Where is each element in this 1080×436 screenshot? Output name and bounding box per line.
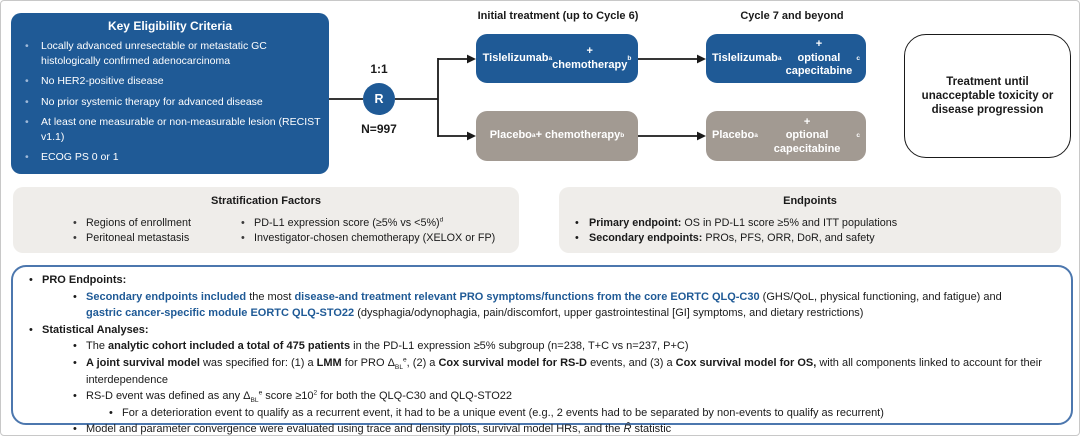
stratification-item-text: Investigator-chosen chemotherapy (XELOX …: [254, 232, 496, 244]
eligibility-item: Locally advanced unresectable or metasta…: [25, 39, 321, 68]
notes-line: Model and parameter convergence were eva…: [73, 421, 1063, 436]
stratification-item: PD-L1 expression score (≥5% vs <5%)d: [241, 216, 495, 231]
bullet-icon: [73, 355, 86, 388]
stratification-title: Stratification Factors: [210, 195, 322, 207]
randomization-icon: R: [363, 83, 395, 115]
eligibility-item-text: At least one measurable or non-measurabl…: [41, 116, 321, 143]
notes-line-text: For a deterioration event to qualify as …: [122, 406, 884, 419]
notes-line-text: RS-D event was defined as any ΔBLe score…: [86, 389, 513, 405]
notes-line: For a deterioration event to qualify as …: [109, 405, 1063, 422]
stratification-item-text: Regions of enrollment: [86, 217, 192, 229]
eligibility-item: At least one measurable or non-measurabl…: [25, 115, 321, 144]
eligibility-panel: Key Eligibility Criteria Locally advance…: [11, 13, 329, 174]
bullet-icon: [25, 115, 41, 144]
bullet-icon: [73, 231, 86, 246]
arrowhead-icons: [467, 54, 706, 141]
notes-line-text: Secondary endpoints included the most di…: [86, 290, 1002, 320]
treatment-continuation-box: Treatment until unacceptable toxicity or…: [904, 34, 1071, 158]
stratification-panel: Stratification Factors Regions of enroll…: [13, 187, 519, 253]
eligibility-item-text: Locally advanced unresectable or metasta…: [41, 40, 267, 67]
treatment-continuation-text: Treatment until unacceptable toxicity or…: [921, 76, 1054, 116]
eligibility-item-text: No prior systemic therapy for advanced d…: [41, 95, 263, 108]
bullet-icon: [241, 216, 254, 231]
bullet-icon: [73, 216, 86, 231]
stratification-item-text: PD-L1 expression score (≥5% vs <5%)d: [254, 216, 444, 229]
endpoints-item: Primary endpoint: OS in PD-L1 score ≥5% …: [575, 216, 1053, 231]
notes-line: Statistical Analyses:: [29, 322, 1063, 339]
bullet-icon: [29, 322, 42, 339]
endpoints-item-text: Secondary endpoints: PROs, PFS, ORR, DoR…: [589, 232, 875, 244]
eligibility-title: Key Eligibility Criteria: [107, 19, 233, 33]
notes-line: The analytic cohort included a total of …: [73, 338, 1063, 355]
bullet-icon: [241, 231, 254, 246]
bullet-icon: [25, 95, 41, 110]
eligibility-item: ECOG PS 0 or 1: [25, 150, 321, 165]
connector-lines: [329, 58, 698, 137]
notes-line-text: Statistical Analyses:: [42, 323, 149, 336]
eligibility-item: No HER2-positive disease: [25, 74, 321, 89]
randomization-ratio-label: 1:1: [370, 62, 388, 76]
bullet-icon: [29, 272, 42, 289]
endpoints-item-text: Primary endpoint: OS in PD-L1 score ≥5% …: [589, 217, 898, 229]
notes-line: RS-D event was defined as any ΔBLe score…: [73, 388, 1063, 405]
bullet-icon: [25, 150, 41, 165]
notes-panel: PRO Endpoints: Secondary endpoints inclu…: [11, 265, 1073, 435]
bullet-icon: [575, 231, 589, 246]
notes-line: Secondary endpoints included the most di…: [73, 289, 1063, 322]
bullet-icon: [73, 289, 86, 322]
stratification-item: Peritoneal metastasis: [73, 231, 191, 246]
stratification-column-2: PD-L1 expression score (≥5% vs <5%)d Inv…: [241, 216, 495, 246]
notes-line: A joint survival model was specified for…: [73, 355, 1063, 388]
bullet-icon: [575, 216, 589, 231]
endpoints-item: Secondary endpoints: PROs, PFS, ORR, DoR…: [575, 231, 1053, 246]
stratification-item: Regions of enrollment: [73, 216, 191, 231]
column-header-initial-treatment: Initial treatment (up to Cycle 6): [477, 10, 639, 22]
notes-line-text: The analytic cohort included a total of …: [86, 340, 689, 353]
stratification-column-1: Regions of enrollment Peritoneal metasta…: [73, 216, 191, 246]
bullet-icon: [25, 39, 41, 68]
notes-line-text: Model and parameter convergence were eva…: [86, 423, 672, 436]
eligibility-item: No prior systemic therapy for advanced d…: [25, 95, 321, 110]
endpoints-list: Primary endpoint: OS in PD-L1 score ≥5% …: [575, 216, 1053, 246]
bullet-icon: [109, 405, 122, 422]
endpoints-title: Endpoints: [783, 195, 837, 207]
eligibility-item-text: ECOG PS 0 or 1: [41, 151, 119, 163]
stratification-item: Investigator-chosen chemotherapy (XELOX …: [241, 231, 495, 246]
eligibility-list: Locally advanced unresectable or metasta…: [11, 39, 329, 165]
enrollment-count-label: N=997: [361, 122, 397, 136]
notes-line-text: A joint survival model was specified for…: [86, 356, 1042, 386]
notes-line: PRO Endpoints:: [29, 272, 1063, 289]
column-header-cycle7: Cycle 7 and beyond: [740, 10, 844, 22]
bullet-icon: [73, 388, 86, 405]
endpoints-panel: Endpoints Primary endpoint: OS in PD-L1 …: [559, 187, 1061, 253]
bullet-icon: [73, 421, 86, 435]
eligibility-item-text: No HER2-positive disease: [41, 75, 164, 87]
bullet-icon: [73, 338, 86, 355]
bullet-icon: [25, 74, 41, 89]
stratification-item-text: Peritoneal metastasis: [86, 232, 190, 244]
notes-line-text: PRO Endpoints:: [42, 274, 127, 286]
